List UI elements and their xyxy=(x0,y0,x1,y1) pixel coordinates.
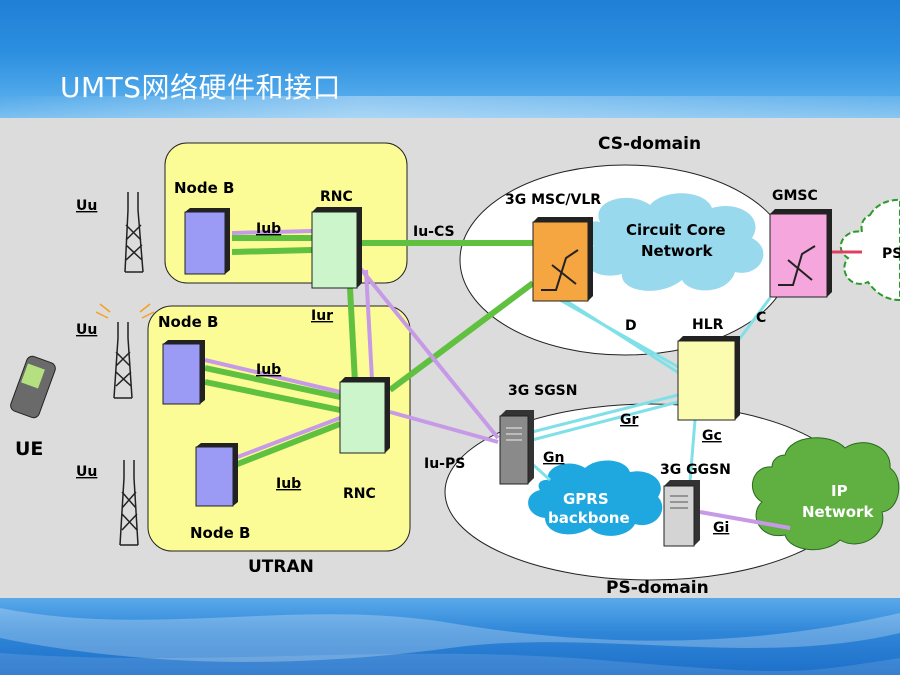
cyan-links xyxy=(528,297,772,483)
uu-label-top: Uu xyxy=(76,198,97,214)
iub-mid-link xyxy=(204,365,341,400)
sgsn-label: 3G SGSN xyxy=(508,383,577,399)
gc-interface-label: Gc xyxy=(702,428,722,444)
iub-mid-link-2 xyxy=(204,379,341,413)
iub-bottom-link xyxy=(233,421,342,468)
uu-label-bottom: Uu xyxy=(76,464,97,480)
uu-label-middle: Uu xyxy=(76,322,97,338)
iu-ps-link xyxy=(389,410,499,444)
iub-top-link-2 xyxy=(231,247,313,255)
ps-network-label: PS xyxy=(882,246,900,262)
node-b-bottom-box xyxy=(195,443,238,507)
gi-interface-label: Gi xyxy=(713,520,729,536)
node-b-top-label: Node B xyxy=(174,179,234,197)
c-interface-label: C xyxy=(756,310,766,326)
ip-network-cloud xyxy=(752,437,900,551)
ps-network-cloud xyxy=(839,198,900,302)
d-link-2 xyxy=(564,298,683,377)
circuit-core-label-1: Circuit Core xyxy=(626,221,726,239)
utran-label: UTRAN xyxy=(248,557,314,577)
green-links xyxy=(204,235,535,468)
antenna-signal-icon xyxy=(95,303,155,319)
gr-interface-label: Gr xyxy=(620,412,638,428)
iub-label-bottom: Iub xyxy=(276,476,301,492)
rnc-msc-link xyxy=(388,280,535,393)
slide-footer xyxy=(0,598,900,675)
iur-link xyxy=(347,287,358,383)
antenna-middle xyxy=(113,322,133,399)
rnc-top-label: RNC xyxy=(320,189,353,205)
ue-phone-icon xyxy=(10,355,56,419)
slide-header: UMTS网络硬件和接口 xyxy=(0,0,900,118)
node-b-middle-label: Node B xyxy=(158,313,218,331)
gmsc-box xyxy=(769,209,832,298)
hlr-box xyxy=(677,336,740,421)
gc-link xyxy=(688,419,697,483)
iub-bottom-purple xyxy=(234,416,341,460)
msc-vlr-box xyxy=(532,217,593,302)
node-b-bottom-label: Node B xyxy=(190,524,250,542)
circuit-core-label-2: Network xyxy=(641,242,713,260)
iu-ps-label: Iu-PS xyxy=(424,456,465,472)
ggsn-server-icon xyxy=(663,480,700,547)
msc-vlr-label: 3G MSC/VLR xyxy=(505,192,601,208)
node-b-middle-box xyxy=(162,340,205,405)
gn-interface-label: Gn xyxy=(543,450,564,466)
gr-link-2 xyxy=(531,400,679,442)
slide-title: UMTS网络硬件和接口 xyxy=(60,71,342,104)
iub-label-middle: Iub xyxy=(256,362,281,378)
footer-wave xyxy=(0,608,900,675)
hlr-label: HLR xyxy=(692,317,724,333)
sgsn-server-icon xyxy=(499,410,534,485)
iub-label-top: Iub xyxy=(256,221,281,237)
gprs-backbone-cloud xyxy=(528,460,663,536)
header-streak xyxy=(0,96,900,118)
rnc-bottom-box xyxy=(339,377,390,454)
d-interface-label: D xyxy=(625,318,637,334)
cs-domain-label: CS-domain xyxy=(598,134,701,154)
gprs-label-1: GPRS xyxy=(563,490,609,508)
antenna-top xyxy=(124,192,144,273)
gmsc-label: GMSC xyxy=(772,188,818,204)
gr-link xyxy=(531,393,679,434)
gi-link xyxy=(699,510,791,530)
iur-purple xyxy=(364,269,374,381)
ps-domain-label: PS-domain xyxy=(606,578,709,598)
iur-label: Iur xyxy=(311,308,333,324)
antenna-bottom xyxy=(119,460,139,546)
ggsn-label: 3G GGSN xyxy=(660,462,731,478)
iub-mid-purple xyxy=(204,358,341,394)
ip-network-label-1: IP xyxy=(831,482,848,500)
node-b-top-box xyxy=(184,208,230,275)
iub-top-purple xyxy=(231,229,313,235)
circuit-core-cloud xyxy=(583,193,764,291)
purple-links xyxy=(204,229,791,530)
iu-cs-label: Iu-CS xyxy=(413,224,455,240)
rnc-top-box xyxy=(311,207,362,289)
gprs-label-2: backbone xyxy=(548,509,630,527)
ip-network-label-2: Network xyxy=(802,503,874,521)
ue-label: UE xyxy=(15,438,43,460)
rnc-top-sgsn-link xyxy=(358,266,500,440)
c-link xyxy=(733,297,772,346)
rnc-bottom-label: RNC xyxy=(343,486,376,502)
